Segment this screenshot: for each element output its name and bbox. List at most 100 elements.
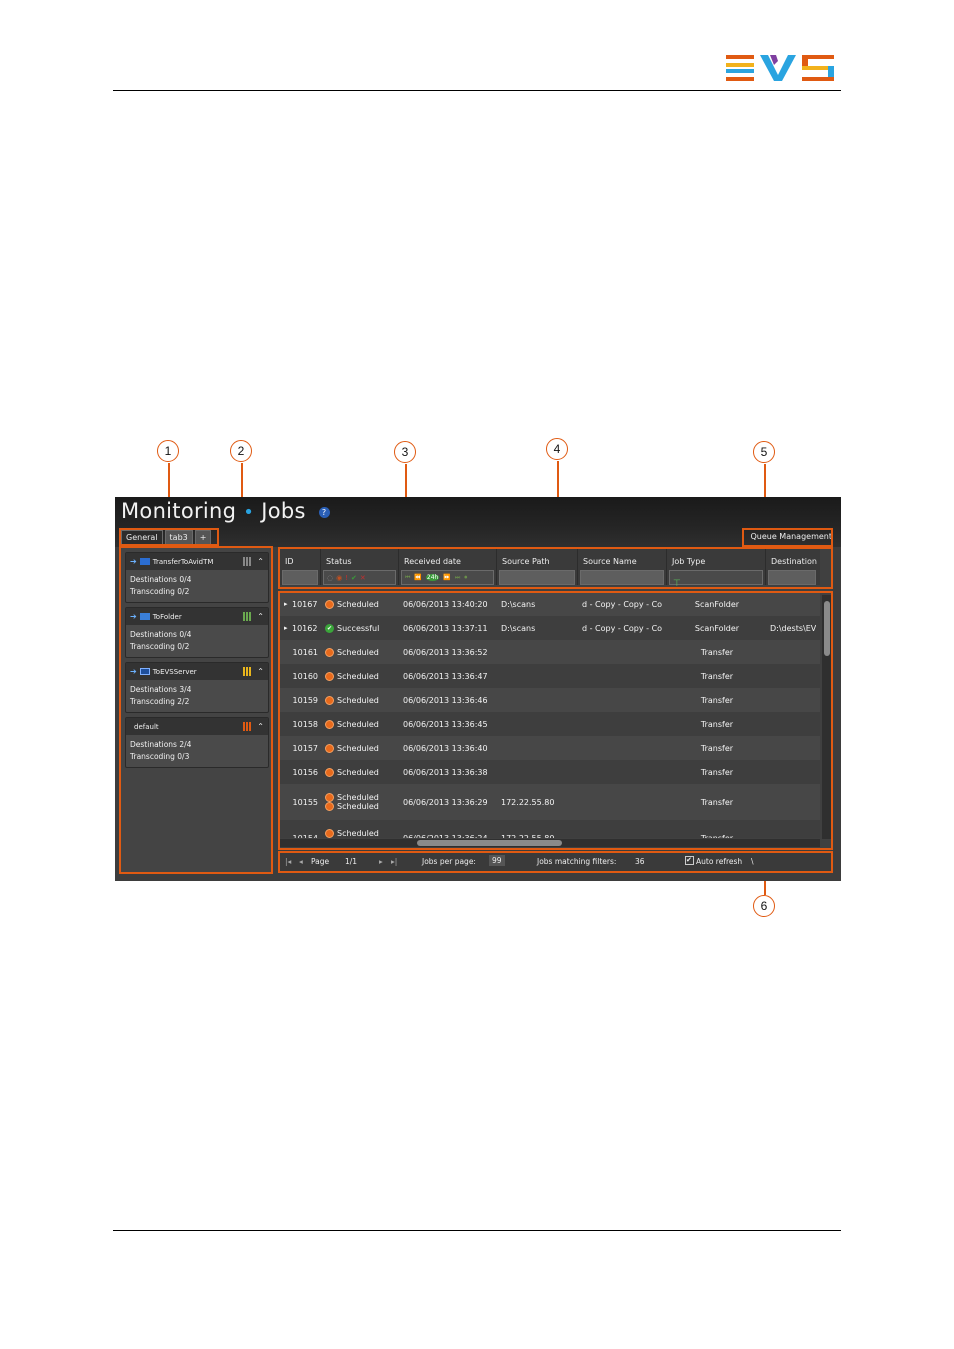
last-date-icon[interactable]: ⏭ xyxy=(454,573,461,581)
column-status[interactable]: Status ◌ ◉ ! ✔ ✕ xyxy=(321,549,399,585)
job-id: 10154 xyxy=(292,833,318,839)
target-card-body: Destinations 3/4 Transcoding 2/2 xyxy=(126,680,268,708)
table-row[interactable]: 10154ScheduledScheduled06/06/2013 13:36:… xyxy=(280,820,820,838)
status-filter-icons[interactable]: ◌ ◉ ! ✔ ✕ xyxy=(323,570,396,585)
status-bars-icon xyxy=(243,722,252,731)
help-icon[interactable]: ? xyxy=(318,506,330,518)
id-filter-input[interactable] xyxy=(282,570,318,585)
column-destination[interactable]: Destination xyxy=(766,549,818,585)
collapse-icon[interactable]: ⌃ xyxy=(257,667,264,676)
all-date-icon[interactable]: ⏺ xyxy=(464,573,468,581)
folder-icon xyxy=(139,613,150,620)
avid-icon xyxy=(139,558,150,565)
column-id[interactable]: ID xyxy=(280,549,321,585)
cell-id: 10159 xyxy=(284,688,318,712)
failed-filter-icon[interactable]: ✕ xyxy=(359,573,366,582)
column-source-name[interactable]: Source Name xyxy=(578,549,667,585)
status-text: Scheduled xyxy=(337,599,379,609)
cell-date: 06/06/2013 13:36:52 xyxy=(403,647,488,657)
column-received-date[interactable]: Received date ⏮ ⏪ 24h ⏩ ⏭ ⏺ xyxy=(399,549,497,585)
cell-date: 06/06/2013 13:36:29 xyxy=(403,797,488,807)
title-part1: Monitoring xyxy=(121,499,237,523)
cell-status: ✔Successful xyxy=(325,616,396,640)
collapse-icon[interactable]: ⌃ xyxy=(257,722,264,731)
cell-status: Scheduled xyxy=(325,736,396,760)
destinations-count: Destinations 0/4 xyxy=(130,575,192,584)
title-dot: • xyxy=(243,502,255,523)
queue-management-button[interactable]: Queue Management xyxy=(750,532,832,541)
horizontal-scrollbar[interactable] xyxy=(280,839,820,847)
filter-icon[interactable]: ⊤ xyxy=(673,579,681,589)
target-card[interactable]: default ⌃ Destinations 2/4 Transcoding 0… xyxy=(125,717,269,768)
job-id: 10158 xyxy=(292,719,318,729)
scroll-thumb[interactable] xyxy=(417,840,562,846)
jobs-per-page-input[interactable]: 99 xyxy=(489,855,505,866)
annotation-box-columns xyxy=(278,547,833,589)
destination-filter-input[interactable] xyxy=(768,570,816,585)
next-date-icon[interactable]: ⏩ xyxy=(443,574,451,581)
pending-filter-icon[interactable]: ◌ xyxy=(327,573,334,582)
warning-filter-icon[interactable]: ! xyxy=(345,573,349,582)
cell-type: Transfer xyxy=(700,719,734,729)
cell-path: 172.22.55.80 xyxy=(501,833,555,839)
column-source-path[interactable]: Source Path xyxy=(497,549,578,585)
column-header-row: ID Status ◌ ◉ ! ✔ ✕ Received date ⏮ ⏪ 24… xyxy=(280,549,820,589)
cell-name: d - Copy - Copy - Co xyxy=(582,599,663,609)
target-card-header: ➔ ToFolder ⌃ xyxy=(126,608,268,625)
expand-icon[interactable]: ▸ xyxy=(284,600,288,608)
first-date-icon[interactable]: ⏮ xyxy=(405,573,411,581)
scheduled-icon xyxy=(325,793,334,802)
column-job-type[interactable]: Job Type⊤ xyxy=(667,549,766,589)
job-id: 10157 xyxy=(292,743,318,753)
next-page-icon[interactable]: ▸ xyxy=(379,857,383,866)
cell-id: 10160 xyxy=(284,664,318,688)
collapse-icon[interactable]: ⌃ xyxy=(257,612,264,621)
prev-page-icon[interactable]: ◂ xyxy=(299,857,303,866)
expand-icon[interactable]: ▸ xyxy=(284,624,288,632)
vertical-scrollbar[interactable] xyxy=(822,595,832,839)
collapse-icon[interactable]: ⌃ xyxy=(257,557,264,566)
cell-path: 172.22.55.80 xyxy=(501,797,555,807)
cell-date: 06/06/2013 13:36:38 xyxy=(403,767,488,777)
job-type-filter[interactable]: ⊤ xyxy=(669,570,763,589)
evs-logo xyxy=(726,55,834,81)
target-card[interactable]: ➔ ToEVSServer ⌃ Destinations 3/4 Transco… xyxy=(125,662,269,713)
job-id: 10160 xyxy=(292,671,318,681)
status-entry: Scheduled xyxy=(325,802,379,811)
cell-name: d - Copy - Copy - Co xyxy=(582,623,663,633)
cell-id: 10158 xyxy=(284,712,318,736)
arrow-right-icon: ➔ xyxy=(130,667,137,676)
prev-date-icon[interactable]: ⏪ xyxy=(414,574,422,581)
target-card[interactable]: ➔ TransferToAvidTM ⌃ Destinations 0/4 Tr… xyxy=(125,552,269,603)
source-path-filter-input[interactable] xyxy=(499,570,575,585)
scroll-thumb[interactable] xyxy=(824,601,830,656)
target-card[interactable]: ➔ ToFolder ⌃ Destinations 0/4 Transcodin… xyxy=(125,607,269,658)
last-page-icon[interactable]: ▸| xyxy=(391,857,398,866)
auto-refresh-checkbox[interactable]: ✔ xyxy=(685,856,694,865)
column-label: ID xyxy=(285,557,294,566)
targets-panel: ➔ TransferToAvidTM ⌃ Destinations 0/4 Tr… xyxy=(121,548,271,872)
annotation-box-targets xyxy=(119,546,273,874)
24h-filter-icon[interactable]: 24h xyxy=(425,574,440,581)
cell-id: ▸10167 xyxy=(284,592,318,616)
status-text: Scheduled xyxy=(337,647,379,657)
first-page-icon[interactable]: |◂ xyxy=(285,857,292,866)
page-label: Page xyxy=(311,857,330,866)
status-entry: Scheduled xyxy=(325,695,379,705)
cell-status: Scheduled xyxy=(325,760,396,784)
date-filter-icons[interactable]: ⏮ ⏪ 24h ⏩ ⏭ ⏺ xyxy=(401,570,494,585)
scheduled-icon xyxy=(325,671,334,681)
success-filter-icon[interactable]: ✔ xyxy=(351,573,357,582)
scheduled-filter-icon[interactable]: ◉ xyxy=(336,573,343,582)
transcoding-count: Transcoding 2/2 xyxy=(130,697,190,706)
source-name-filter-input[interactable] xyxy=(580,570,664,585)
